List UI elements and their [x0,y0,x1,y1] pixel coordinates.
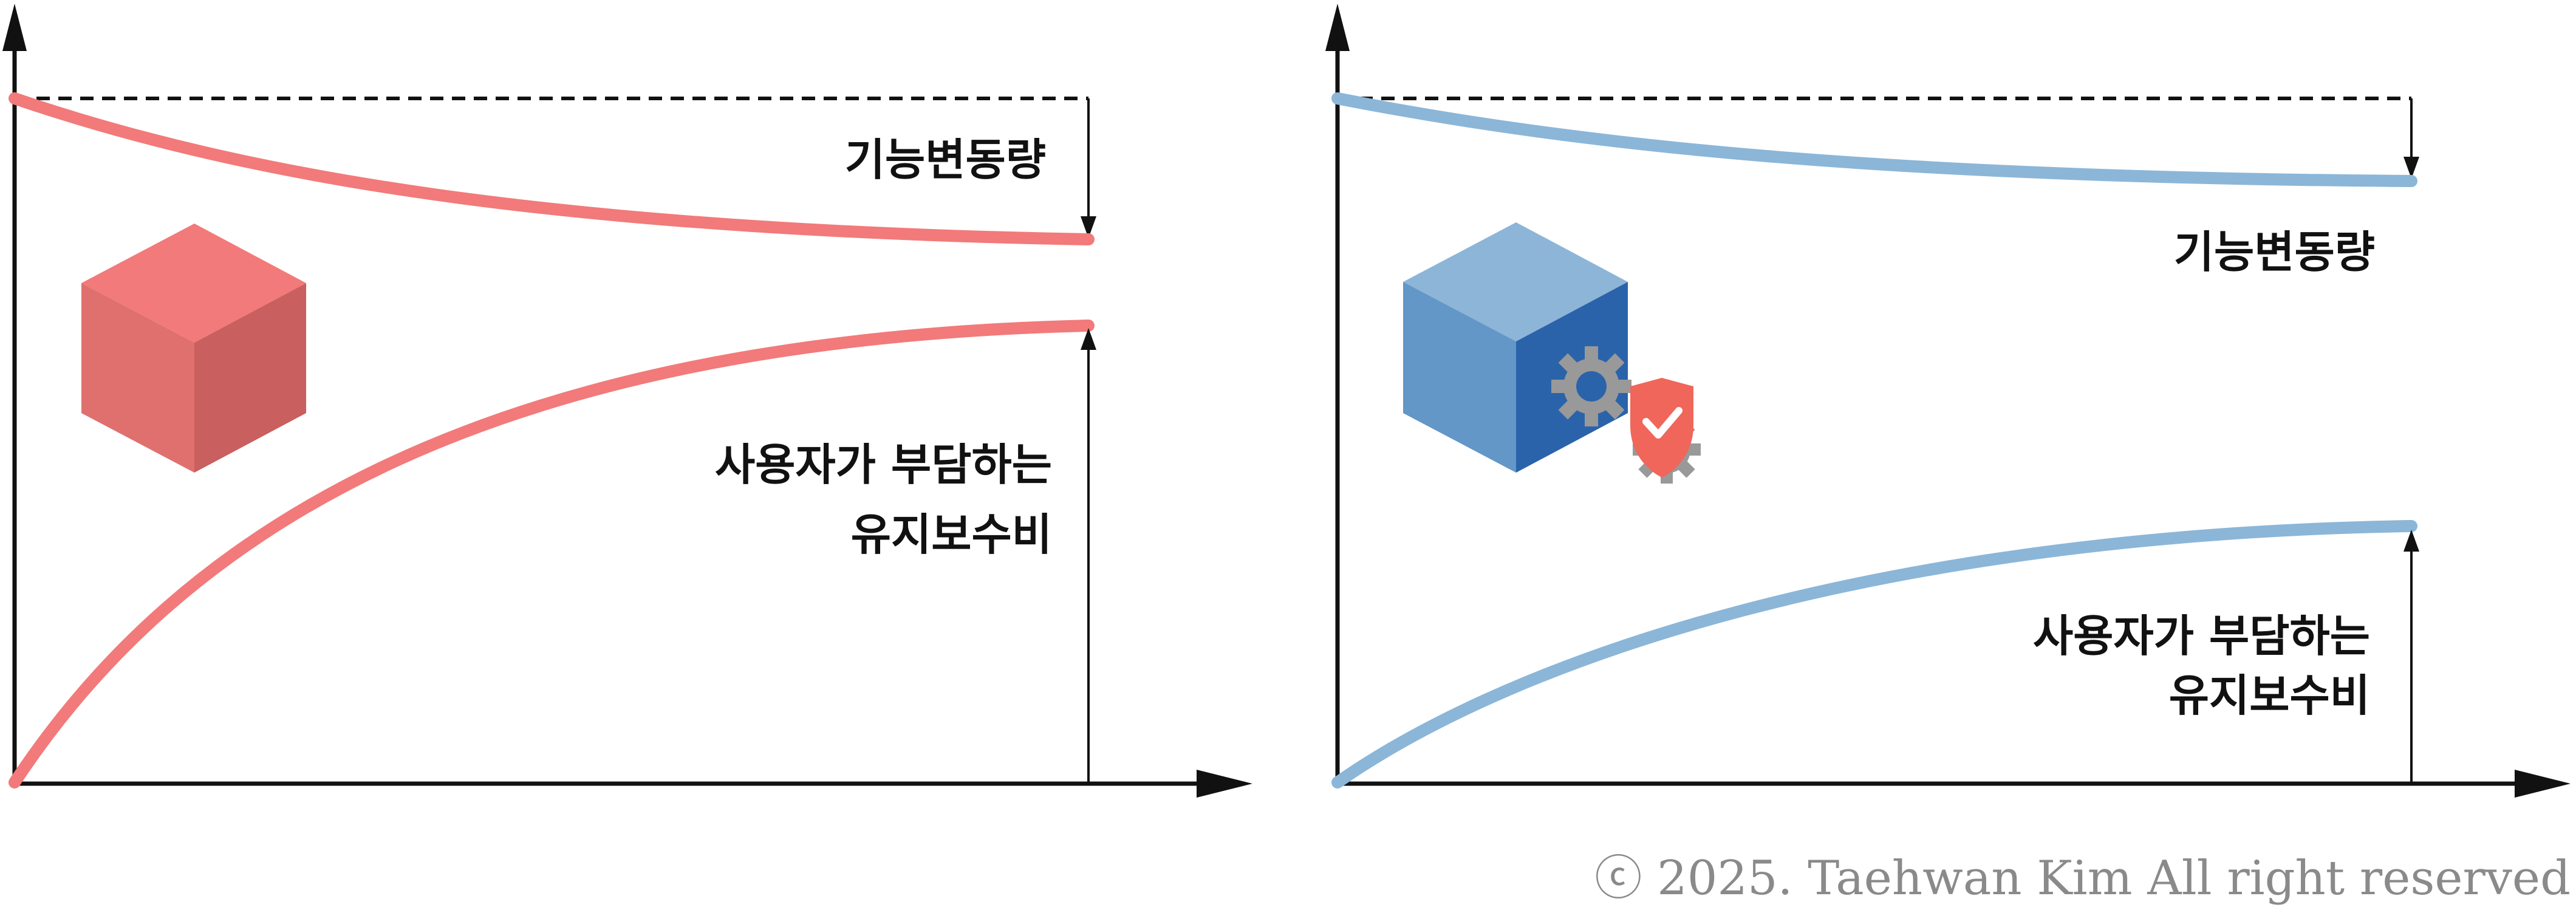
cube-icon [1403,222,1628,473]
cube-icon [81,224,306,473]
copyright-text: ⓒ 2025. Taehwan Kim All right reserved [1594,851,2571,906]
left-function-change-label: 기능변동량 [845,134,1046,185]
right-panel: 기능변동량 사용자가 부담하는 유지보수비 [1325,4,2571,798]
gear-icon [1551,346,1631,426]
right-maintenance-arrowhead [2403,530,2419,552]
right-maintenance-cost-label-line1: 사용자가 부담하는 [2033,611,2370,662]
left-x-axis-arrow [1197,770,1252,798]
left-y-axis-arrow [2,4,27,51]
shield-check-icon [1630,378,1693,477]
left-maintenance-curve [9,320,1095,789]
right-maintenance-cost-label-line2: 유지보수비 [2169,670,2370,721]
right-function-curve [1331,92,2417,187]
right-y-axis-arrow [1325,4,1350,51]
right-x-axis-arrow [2515,770,2571,798]
left-function-curve [9,92,1095,245]
left-function-change-arrowhead [1081,216,1096,238]
right-maintenance-curve [1331,520,2417,789]
right-function-change-arrowhead [2403,157,2419,179]
right-function-change-label: 기능변동량 [2174,227,2375,278]
left-panel: 기능변동량 사용자가 부담하는 유지보수비 [2,4,1252,798]
left-maintenance-arrowhead [1081,328,1096,350]
left-maintenance-cost-label-line1: 사용자가 부담하는 [715,439,1052,490]
left-maintenance-cost-label-line2: 유지보수비 [851,509,1052,560]
